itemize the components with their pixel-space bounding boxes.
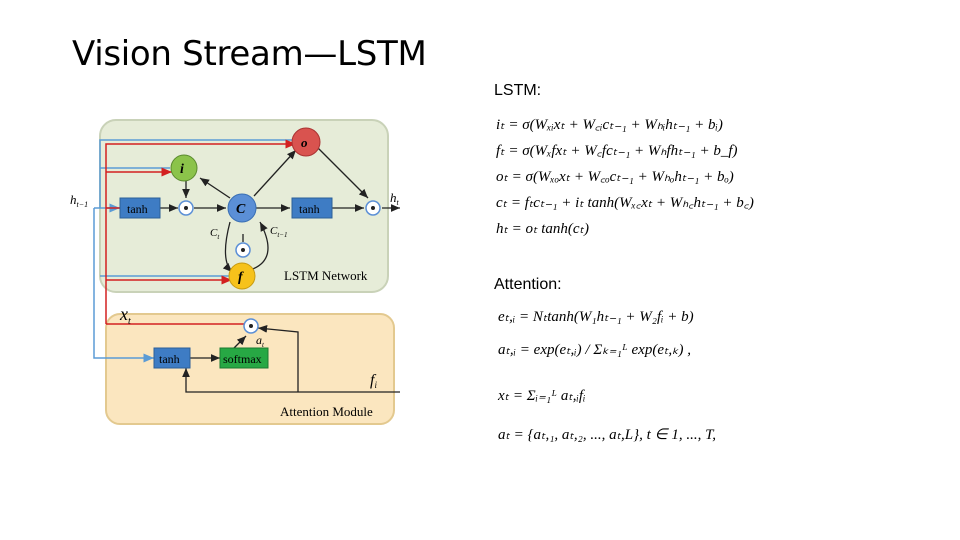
f-input-label: fi xyxy=(370,372,377,390)
lstm-attention-diagram: o i f C tanh tanh tanh softmax ht−1 ht x… xyxy=(70,119,400,425)
attention-heading: Attention: xyxy=(494,276,562,293)
svg-text:tanh: tanh xyxy=(127,202,148,216)
attention-module-label: Attention Module xyxy=(280,404,373,419)
equation: iₜ = σ(Wₓᵢxₜ + W꜀ᵢcₜ₋₁ + Wₕᵢhₜ₋₁ + bᵢ) xyxy=(496,117,723,133)
output-gate-label: o xyxy=(301,135,308,150)
c-left-label: Ct xyxy=(210,227,220,241)
softmax-box xyxy=(219,347,269,369)
attention-module-panel xyxy=(105,313,395,425)
input-gate xyxy=(170,154,198,182)
c-right-label: Ct−1 xyxy=(270,225,288,239)
tanh-box-attention xyxy=(153,347,191,369)
equation: aₜ = {aₜ,₁, aₜ,₂, ..., aₜ,L}, t ∈ 1, ...… xyxy=(498,427,717,443)
svg-text:tanh: tanh xyxy=(159,352,180,366)
equation: aₜ,ᵢ = exp(eₜ,ᵢ) / Σₖ₌₁ᴸ exp(eₜ,ₖ) , xyxy=(498,342,692,358)
tanh-box-output xyxy=(291,197,333,219)
equation: cₜ = fₜcₜ₋₁ + iₜ tanh(Wₓ꜀xₜ + Wₕ꜀hₜ₋₁ + … xyxy=(496,195,754,211)
input-gate-label: i xyxy=(180,162,184,177)
h-prev-label: ht−1 xyxy=(70,192,88,209)
equation: xₜ = Σᵢ₌₁ᴸ aₜ,ᵢfᵢ xyxy=(498,388,586,404)
forget-gate xyxy=(228,262,256,290)
a-label: at xyxy=(256,333,265,349)
h-out-label: ht xyxy=(390,190,400,207)
slide-title: Vision Stream—LSTM xyxy=(72,34,427,74)
cell-state xyxy=(227,193,257,223)
lstm-equations: iₜ = σ(Wₓᵢxₜ + W꜀ᵢcₜ₋₁ + Wₕᵢhₜ₋₁ + bᵢ) f… xyxy=(496,112,754,242)
cell-state-label: C xyxy=(236,202,246,217)
svg-text:softmax: softmax xyxy=(223,352,262,366)
equation: oₜ = σ(Wₓₒxₜ + W꜀ₒcₜ₋₁ + Wₕₒhₜ₋₁ + bₒ) xyxy=(496,169,734,185)
forget-gate-label: f xyxy=(238,270,244,285)
tanh-box-input xyxy=(119,197,161,219)
equation: hₜ = oₜ tanh(cₜ) xyxy=(496,221,589,237)
attention-equations: eₜ,ᵢ = Nₜtanh(W₁hₜ₋₁ + W₂fᵢ + b) aₜ,ᵢ = … xyxy=(498,304,716,448)
svg-text:tanh: tanh xyxy=(299,202,320,216)
equation: fₜ = σ(Wₓfxₜ + W꜀fcₜ₋₁ + Wₕfhₜ₋₁ + b_f) xyxy=(496,143,738,159)
x-in-label: xt xyxy=(119,304,131,327)
equation: eₜ,ᵢ = Nₜtanh(W₁hₜ₋₁ + W₂fᵢ + b) xyxy=(498,309,694,325)
lstm-network-label: LSTM Network xyxy=(284,268,368,283)
lstm-heading: LSTM: xyxy=(494,82,542,99)
output-gate xyxy=(291,127,321,157)
